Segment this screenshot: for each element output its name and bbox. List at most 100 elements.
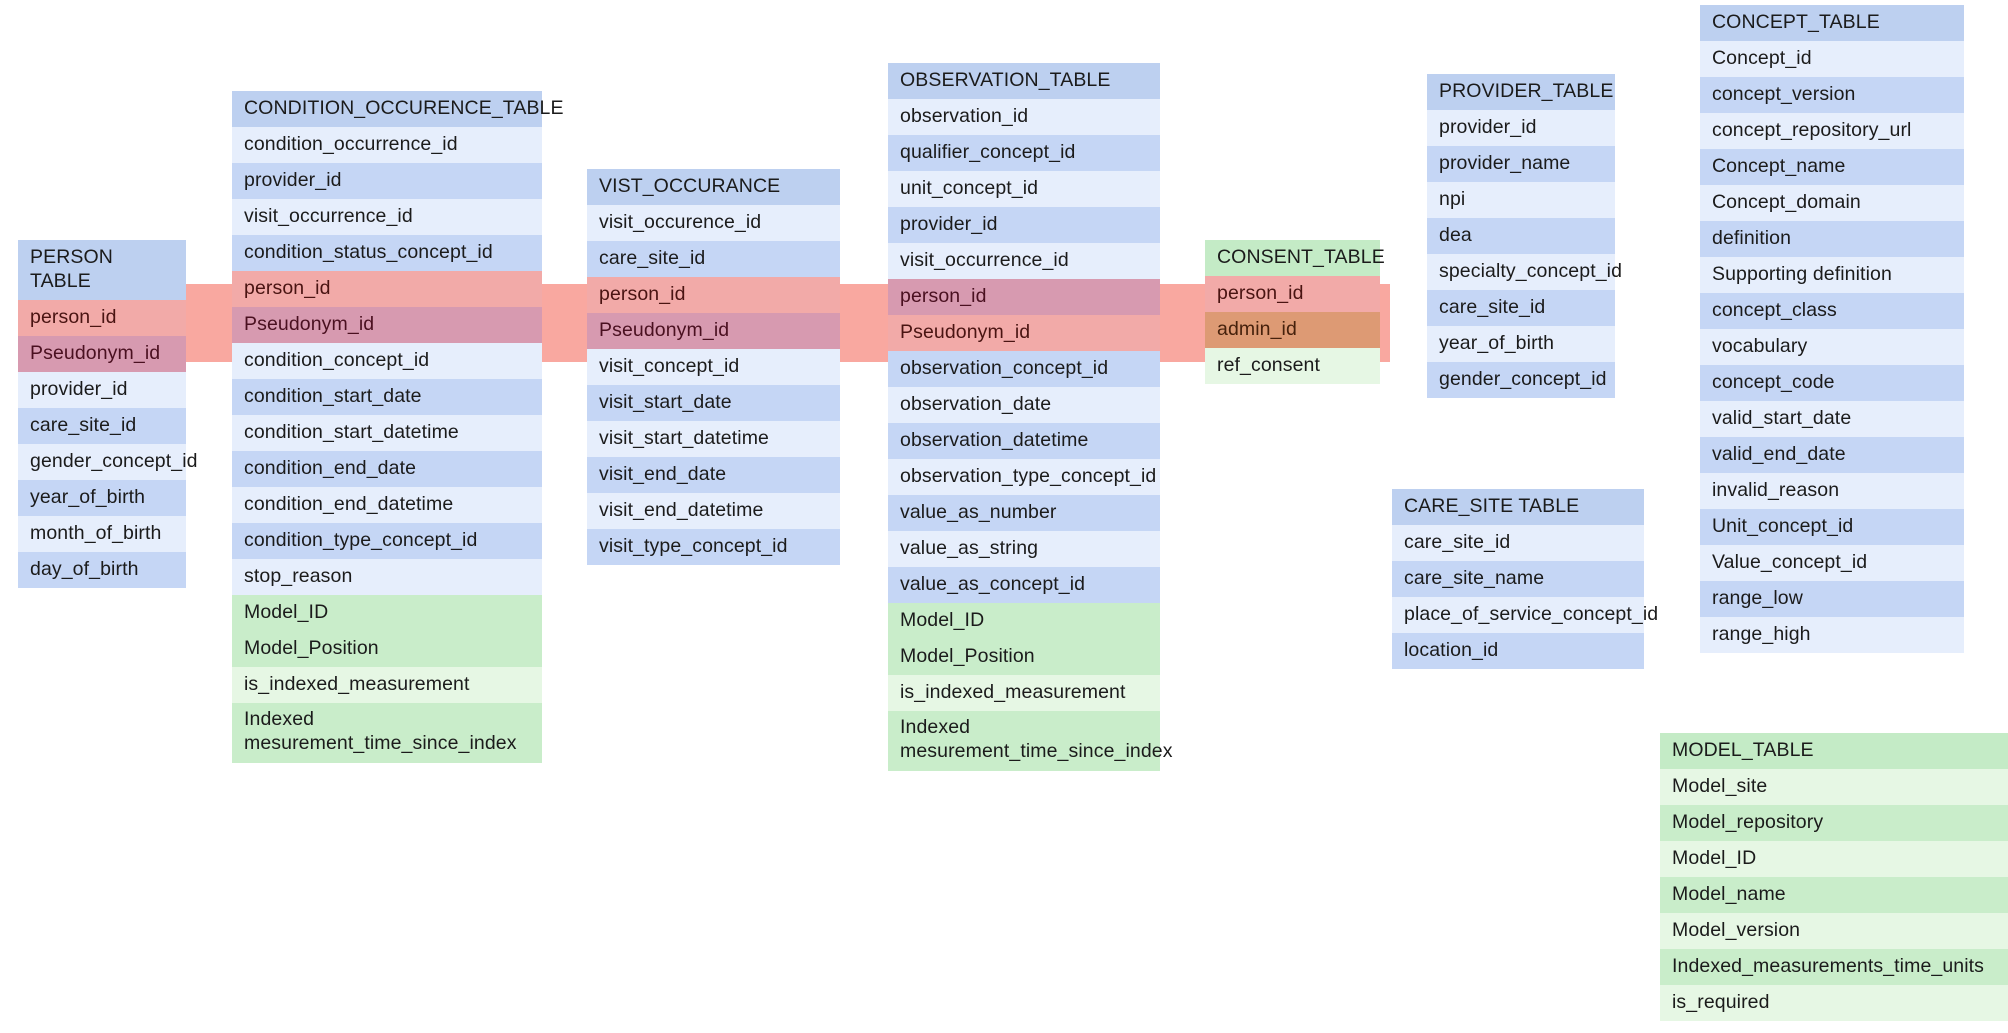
field-condition-indexed-measurement-time: Indexed mesurement_time_since_index xyxy=(232,702,542,763)
field-concept-definition: definition xyxy=(1700,220,1964,257)
table-model: MODEL_TABLE Model_site Model_repository … xyxy=(1660,733,2008,1021)
field-provider-dea: dea xyxy=(1427,217,1615,254)
field-person-person-id: person_id xyxy=(18,299,186,336)
field-condition-pseudonym-id: Pseudonym_id xyxy=(232,306,542,343)
field-concept-range-high: range_high xyxy=(1700,616,1964,653)
field-visit-end-date: visit_end_date xyxy=(587,456,840,493)
field-visit-concept-id: visit_concept_id xyxy=(587,348,840,385)
field-observation-date: observation_date xyxy=(888,386,1160,423)
field-observation-visit-occurrence-id: visit_occurrence_id xyxy=(888,242,1160,279)
field-person-pseudonym-id: Pseudonym_id xyxy=(18,335,186,372)
field-concept-version: concept_version xyxy=(1700,76,1964,113)
field-concept-invalid-reason: invalid_reason xyxy=(1700,472,1964,509)
field-condition-end-date: condition_end_date xyxy=(232,450,542,487)
field-consent-ref-consent: ref_consent xyxy=(1205,347,1380,384)
field-condition-stop-reason: stop_reason xyxy=(232,558,542,595)
field-condition-concept-id: condition_concept_id xyxy=(232,342,542,379)
field-visit-occurence-id: visit_occurence_id xyxy=(587,204,840,241)
field-concept-repository-url: concept_repository_url xyxy=(1700,112,1964,149)
field-person-care-site-id: care_site_id xyxy=(18,407,186,444)
field-model-id: Model_ID xyxy=(1660,840,2008,877)
field-concept-valid-start-date: valid_start_date xyxy=(1700,400,1964,437)
table-model-title: MODEL_TABLE xyxy=(1660,733,2008,769)
field-condition-start-date: condition_start_date xyxy=(232,378,542,415)
field-observation-is-indexed-measurement: is_indexed_measurement xyxy=(888,674,1160,711)
field-model-name: Model_name xyxy=(1660,876,2008,913)
table-condition-occurrence-title: CONDITION_OCCURENCE_TABLE xyxy=(232,91,564,127)
field-provider-specialty-concept-id: specialty_concept_id xyxy=(1427,253,1622,290)
field-care-site-place-of-service-concept-id: place_of_service_concept_id xyxy=(1392,596,1658,633)
field-observation-person-id: person_id xyxy=(888,278,1160,315)
field-observation-model-position: Model_Position xyxy=(888,638,1160,675)
field-observation-value-as-number: value_as_number xyxy=(888,494,1160,531)
field-care-site-id: care_site_id xyxy=(1392,524,1644,561)
field-model-repository: Model_repository xyxy=(1660,804,2008,841)
field-concept-valid-end-date: valid_end_date xyxy=(1700,436,1964,473)
field-observation-unit-concept-id: unit_concept_id xyxy=(888,170,1160,207)
field-concept-name: Concept_name xyxy=(1700,148,1964,185)
field-person-month-of-birth: month_of_birth xyxy=(18,515,186,552)
field-condition-model-id: Model_ID xyxy=(232,594,542,631)
table-care-site-title: CARE_SITE TABLE xyxy=(1392,489,1644,525)
field-condition-status-concept-id: condition_status_concept_id xyxy=(232,234,542,271)
field-consent-person-id: person_id xyxy=(1205,275,1380,312)
field-concept-value-concept-id: Value_concept_id xyxy=(1700,544,1964,581)
field-person-day-of-birth: day_of_birth xyxy=(18,551,186,588)
field-concept-domain: Concept_domain xyxy=(1700,184,1964,221)
field-care-site-name: care_site_name xyxy=(1392,560,1644,597)
field-model-version: Model_version xyxy=(1660,912,2008,949)
field-visit-start-date: visit_start_date xyxy=(587,384,840,421)
field-concept-code: concept_code xyxy=(1700,364,1964,401)
field-consent-admin-id: admin_id xyxy=(1205,311,1380,348)
field-observation-concept-id: observation_concept_id xyxy=(888,350,1160,387)
field-concept-unit-concept-id: Unit_concept_id xyxy=(1700,508,1964,545)
table-consent-title: CONSENT_TABLE xyxy=(1205,240,1385,276)
field-condition-start-datetime: condition_start_datetime xyxy=(232,414,542,451)
field-provider-care-site-id: care_site_id xyxy=(1427,289,1615,326)
table-provider: PROVIDER_TABLE provider_id provider_name… xyxy=(1427,74,1622,398)
field-condition-model-position: Model_Position xyxy=(232,630,542,667)
table-provider-title: PROVIDER_TABLE xyxy=(1427,74,1615,110)
field-observation-qualifier-concept-id: qualifier_concept_id xyxy=(888,134,1160,171)
table-visit-occurrence: VIST_OCCURANCE visit_occurence_id care_s… xyxy=(587,169,840,565)
field-model-indexed-measurements-time-units: Indexed_measurements_time_units xyxy=(1660,948,2008,985)
field-model-is-required: is_required xyxy=(1660,984,2008,1021)
field-observation-type-concept-id: observation_type_concept_id xyxy=(888,458,1160,495)
field-provider-id: provider_id xyxy=(1427,109,1615,146)
field-person-provider-id: provider_id xyxy=(18,371,186,408)
field-observation-datetime: observation_datetime xyxy=(888,422,1160,459)
table-concept: CONCEPT_TABLE Concept_id concept_version… xyxy=(1700,5,1964,653)
field-condition-type-concept-id: condition_type_concept_id xyxy=(232,522,542,559)
field-provider-gender-concept-id: gender_concept_id xyxy=(1427,361,1615,398)
table-concept-title: CONCEPT_TABLE xyxy=(1700,5,1964,41)
field-concept-supporting-definition: Supporting definition xyxy=(1700,256,1964,293)
table-consent: CONSENT_TABLE person_id admin_id ref_con… xyxy=(1205,240,1385,384)
table-care-site: CARE_SITE TABLE care_site_id care_site_n… xyxy=(1392,489,1658,669)
field-observation-provider-id: provider_id xyxy=(888,206,1160,243)
field-condition-provider-id: provider_id xyxy=(232,162,542,199)
field-concept-id: Concept_id xyxy=(1700,40,1964,77)
field-observation-model-id: Model_ID xyxy=(888,602,1160,639)
field-condition-end-datetime: condition_end_datetime xyxy=(232,486,542,523)
table-observation: OBSERVATION_TABLE observation_id qualifi… xyxy=(888,63,1172,771)
table-condition-occurrence: CONDITION_OCCURENCE_TABLE condition_occu… xyxy=(232,91,564,763)
field-observation-pseudonym-id: Pseudonym_id xyxy=(888,314,1160,351)
field-visit-end-datetime: visit_end_datetime xyxy=(587,492,840,529)
field-observation-value-as-string: value_as_string xyxy=(888,530,1160,567)
table-person-title: PERSON TABLE xyxy=(18,240,186,300)
field-concept-class: concept_class xyxy=(1700,292,1964,329)
field-condition-visit-occurrence-id: visit_occurrence_id xyxy=(232,198,542,235)
field-visit-person-id: person_id xyxy=(587,276,840,313)
field-visit-start-datetime: visit_start_datetime xyxy=(587,420,840,457)
field-concept-range-low: range_low xyxy=(1700,580,1964,617)
field-person-gender-concept-id: gender_concept_id xyxy=(18,443,197,480)
field-observation-indexed-measurement-time: Indexed mesurement_time_since_index xyxy=(888,710,1172,771)
field-model-site: Model_site xyxy=(1660,768,2008,805)
field-concept-vocabulary: vocabulary xyxy=(1700,328,1964,365)
field-condition-person-id: person_id xyxy=(232,270,542,307)
field-provider-year-of-birth: year_of_birth xyxy=(1427,325,1615,362)
field-observation-value-as-concept-id: value_as_concept_id xyxy=(888,566,1160,603)
field-observation-id: observation_id xyxy=(888,98,1160,135)
field-visit-care-site-id: care_site_id xyxy=(587,240,840,277)
field-person-year-of-birth: year_of_birth xyxy=(18,479,186,516)
